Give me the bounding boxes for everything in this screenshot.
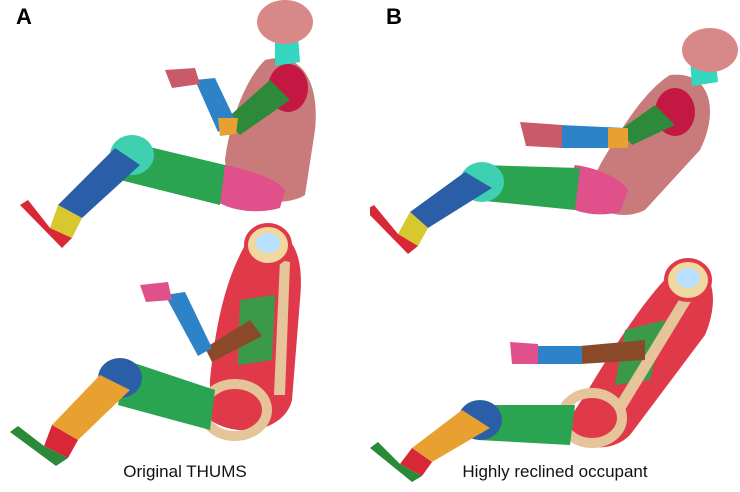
thums-model-b <box>370 28 738 482</box>
spine <box>615 285 698 410</box>
ankle <box>400 448 432 476</box>
foot <box>370 205 418 254</box>
brain <box>256 233 280 253</box>
panel-a: A <box>10 0 316 481</box>
hand <box>140 282 172 302</box>
thums-model-a <box>10 0 316 466</box>
shin <box>410 172 492 228</box>
head <box>682 28 738 72</box>
elbow <box>218 118 238 136</box>
panel-b: B <box>370 0 740 492</box>
head <box>257 0 313 44</box>
upper-arm <box>620 105 675 145</box>
thums-section-b <box>370 258 713 482</box>
elbow <box>608 128 628 148</box>
ankle <box>50 205 82 238</box>
foot <box>370 442 422 482</box>
brain <box>676 268 700 288</box>
shin <box>52 375 130 440</box>
caption-b: Highly reclined occupant <box>462 462 648 481</box>
shin <box>58 148 140 218</box>
panel-label-b: B <box>386 4 402 29</box>
ankle <box>398 212 428 246</box>
ankle <box>44 425 78 458</box>
thums-external-b <box>370 28 738 254</box>
forearm <box>165 292 212 356</box>
shin <box>412 410 490 462</box>
upper-arm <box>580 340 645 364</box>
thums-external-a <box>20 0 316 248</box>
pelvis <box>215 165 285 212</box>
caption-a: Original THUMS <box>123 462 247 481</box>
forearm <box>535 346 582 364</box>
hand <box>510 342 538 364</box>
panel-label-a: A <box>16 4 32 29</box>
foot <box>10 426 68 466</box>
thigh <box>118 360 215 430</box>
upper-arm <box>205 320 262 362</box>
upper-arm <box>225 80 290 135</box>
foot <box>20 200 72 248</box>
spine <box>274 260 290 395</box>
hand <box>520 122 562 148</box>
thigh <box>478 405 575 445</box>
thums-section-a <box>10 223 301 466</box>
hand <box>165 68 200 88</box>
